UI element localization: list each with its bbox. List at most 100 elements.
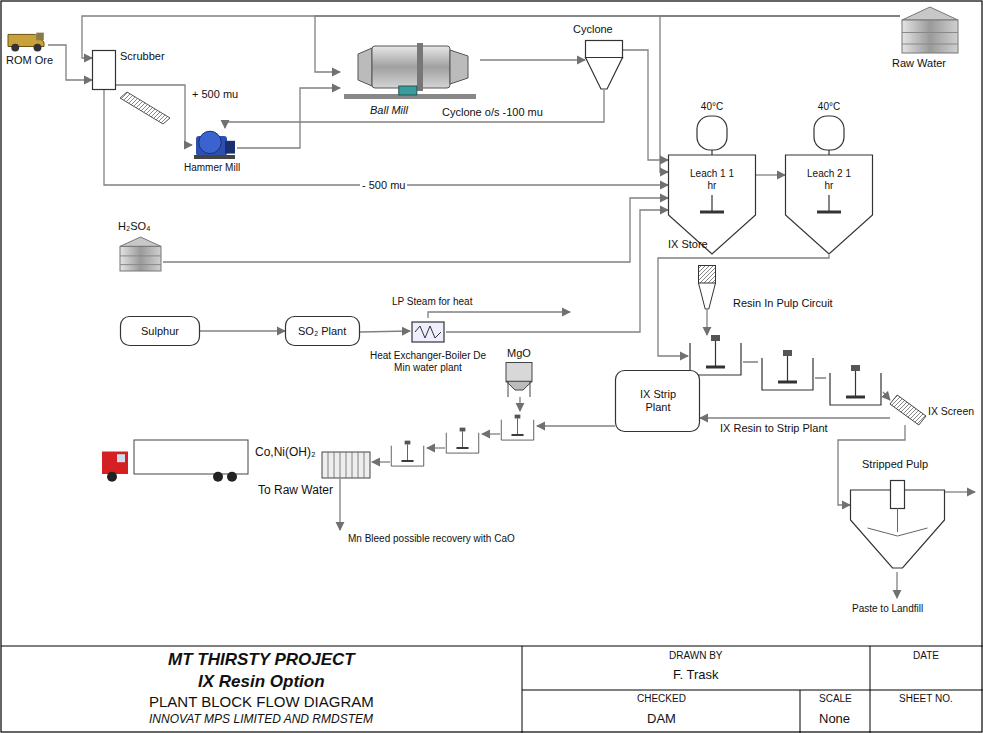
flow-arrow: [482, 433, 500, 434]
drawing-title: MT THIRSTY PROJECT: [168, 650, 355, 670]
flow-line: [200, 330, 285, 331]
note-label: DATE: [913, 650, 939, 662]
drawing-rect: [399, 86, 417, 95]
hammer-mill: Hammer Mill: [192, 128, 237, 160]
drawing-path: [699, 283, 716, 309]
drawing-path: [828, 195, 829, 212]
leach-tank: 40°CLeach 2 1 hr: [785, 100, 873, 255]
ix-store-icon: [698, 265, 716, 310]
flow-arrow: [372, 461, 390, 462]
note-label: DAM: [647, 712, 676, 727]
drawing-path: [120, 237, 161, 246]
flow-line: [237, 88, 340, 148]
node-label: MgO: [507, 347, 531, 360]
process-box: Sulphur: [120, 316, 200, 346]
note-label: SCALE: [819, 693, 852, 705]
note-label: DRAWN BY: [669, 650, 723, 662]
filter-press: [322, 452, 370, 478]
node-label: Co,Ni(OH)₂: [255, 446, 316, 460]
node-label: Leach 2 1 hr: [806, 168, 852, 191]
note-label: SHEET NO.: [899, 693, 953, 705]
drawing-path: [450, 50, 468, 84]
flow-arrow: [519, 397, 520, 411]
process-box: IX Strip Plant: [615, 370, 700, 432]
flow-line: [700, 417, 890, 418]
drawing-path: [902, 7, 958, 20]
steam-line: [428, 312, 570, 318]
drawing-path: [902, 33, 958, 45]
flow-line: [480, 59, 585, 60]
drawing-rect: [891, 481, 905, 509]
ball-mill-icon: [340, 40, 480, 102]
drawing-circle: [213, 472, 223, 482]
rip-tank: Resin In Pulp Circuit: [688, 335, 743, 377]
drawing-path: [586, 58, 623, 90]
drawing-rect: [412, 322, 444, 342]
cyclone-icon-icon: [585, 40, 623, 90]
drawing-circle: [227, 472, 237, 482]
drawing-path: [817, 211, 841, 214]
node-label: Ball Mill: [370, 104, 408, 117]
mgo-hopper: MgO: [503, 362, 535, 397]
product-truck-icon: [100, 438, 250, 483]
flow-line: [623, 50, 668, 160]
flow-line: [48, 45, 92, 80]
drawing-path: [102, 452, 128, 475]
stream-label: IX Resin to Strip Plant: [718, 422, 830, 435]
drawing-rect: [616, 371, 700, 432]
drawing-rect: [697, 116, 727, 150]
flow-arrow: [339, 479, 340, 530]
ix-store: IX Store: [698, 265, 716, 310]
heat-exchanger-icon: [410, 318, 446, 346]
drawing-circle: [107, 472, 117, 482]
flow-line: [360, 331, 410, 332]
node-label: 40°C: [668, 101, 756, 113]
drawing-path: [711, 195, 712, 212]
drawing-rect: [814, 116, 844, 150]
flow-arrow: [896, 572, 897, 598]
drawing-rect: [120, 246, 161, 271]
node-label: Cyclone: [573, 23, 613, 36]
process-box: SO₂ Plant: [285, 316, 360, 346]
ix-screen: IX Screen: [890, 395, 926, 425]
note-label: CHECKED: [637, 693, 686, 705]
note-label: IX Resin Option: [198, 672, 325, 692]
acid-silo-icon: [118, 235, 163, 273]
drawing-rect: [372, 46, 450, 88]
ore-truck: ROM Ore: [6, 30, 48, 52]
drawing-path: [328, 452, 364, 478]
ix-screen-icon: [890, 395, 926, 425]
node-label: IX Screen: [928, 405, 974, 417]
drawing-rect: [93, 51, 116, 90]
heat-exchanger: Heat Exchanger-Boiler De Min water plant: [410, 318, 446, 346]
mgo-hopper-icon: [503, 362, 535, 397]
note-label: F. Trask: [673, 668, 719, 683]
node-label: Hammer Mill: [184, 162, 240, 174]
scrubber-box-icon: [92, 50, 116, 90]
drawing-rect: [134, 440, 248, 474]
drawing-rect: [322, 452, 370, 478]
drawing-rect: [286, 317, 360, 346]
note-label: PLANT BLOCK FLOW DIAGRAM: [149, 693, 374, 710]
note-label: INNOVAT MPS LIMITED AND RMDSTEM: [149, 713, 373, 727]
note-label: None: [819, 712, 850, 727]
node-label: H₂SO₄: [118, 220, 151, 233]
hammer-mill-icon: [192, 128, 237, 160]
note-label: Mn Bleed possible recovery with CaO: [348, 533, 515, 545]
water-silo: Raw Water: [900, 5, 960, 55]
precip-tank: [501, 415, 533, 440]
node-label: Leach 1 1 hr: [689, 168, 735, 191]
drawing-rect: [699, 266, 716, 284]
drawing-rect: [194, 155, 235, 159]
water-silo-icon: [900, 5, 960, 55]
flow-arrow: [427, 447, 445, 448]
stream-label: - 500 mu: [360, 179, 407, 192]
drawing-rect: [121, 317, 200, 346]
node-label: ROM Ore: [6, 54, 53, 67]
flow-line: [706, 310, 707, 335]
note-label: To Raw Water: [258, 484, 333, 498]
drawing-path: [786, 155, 873, 254]
scrubber-box: Scrubber: [92, 50, 116, 90]
drawing-circle: [34, 44, 42, 52]
note-label: LP Steam for heat: [392, 296, 472, 308]
